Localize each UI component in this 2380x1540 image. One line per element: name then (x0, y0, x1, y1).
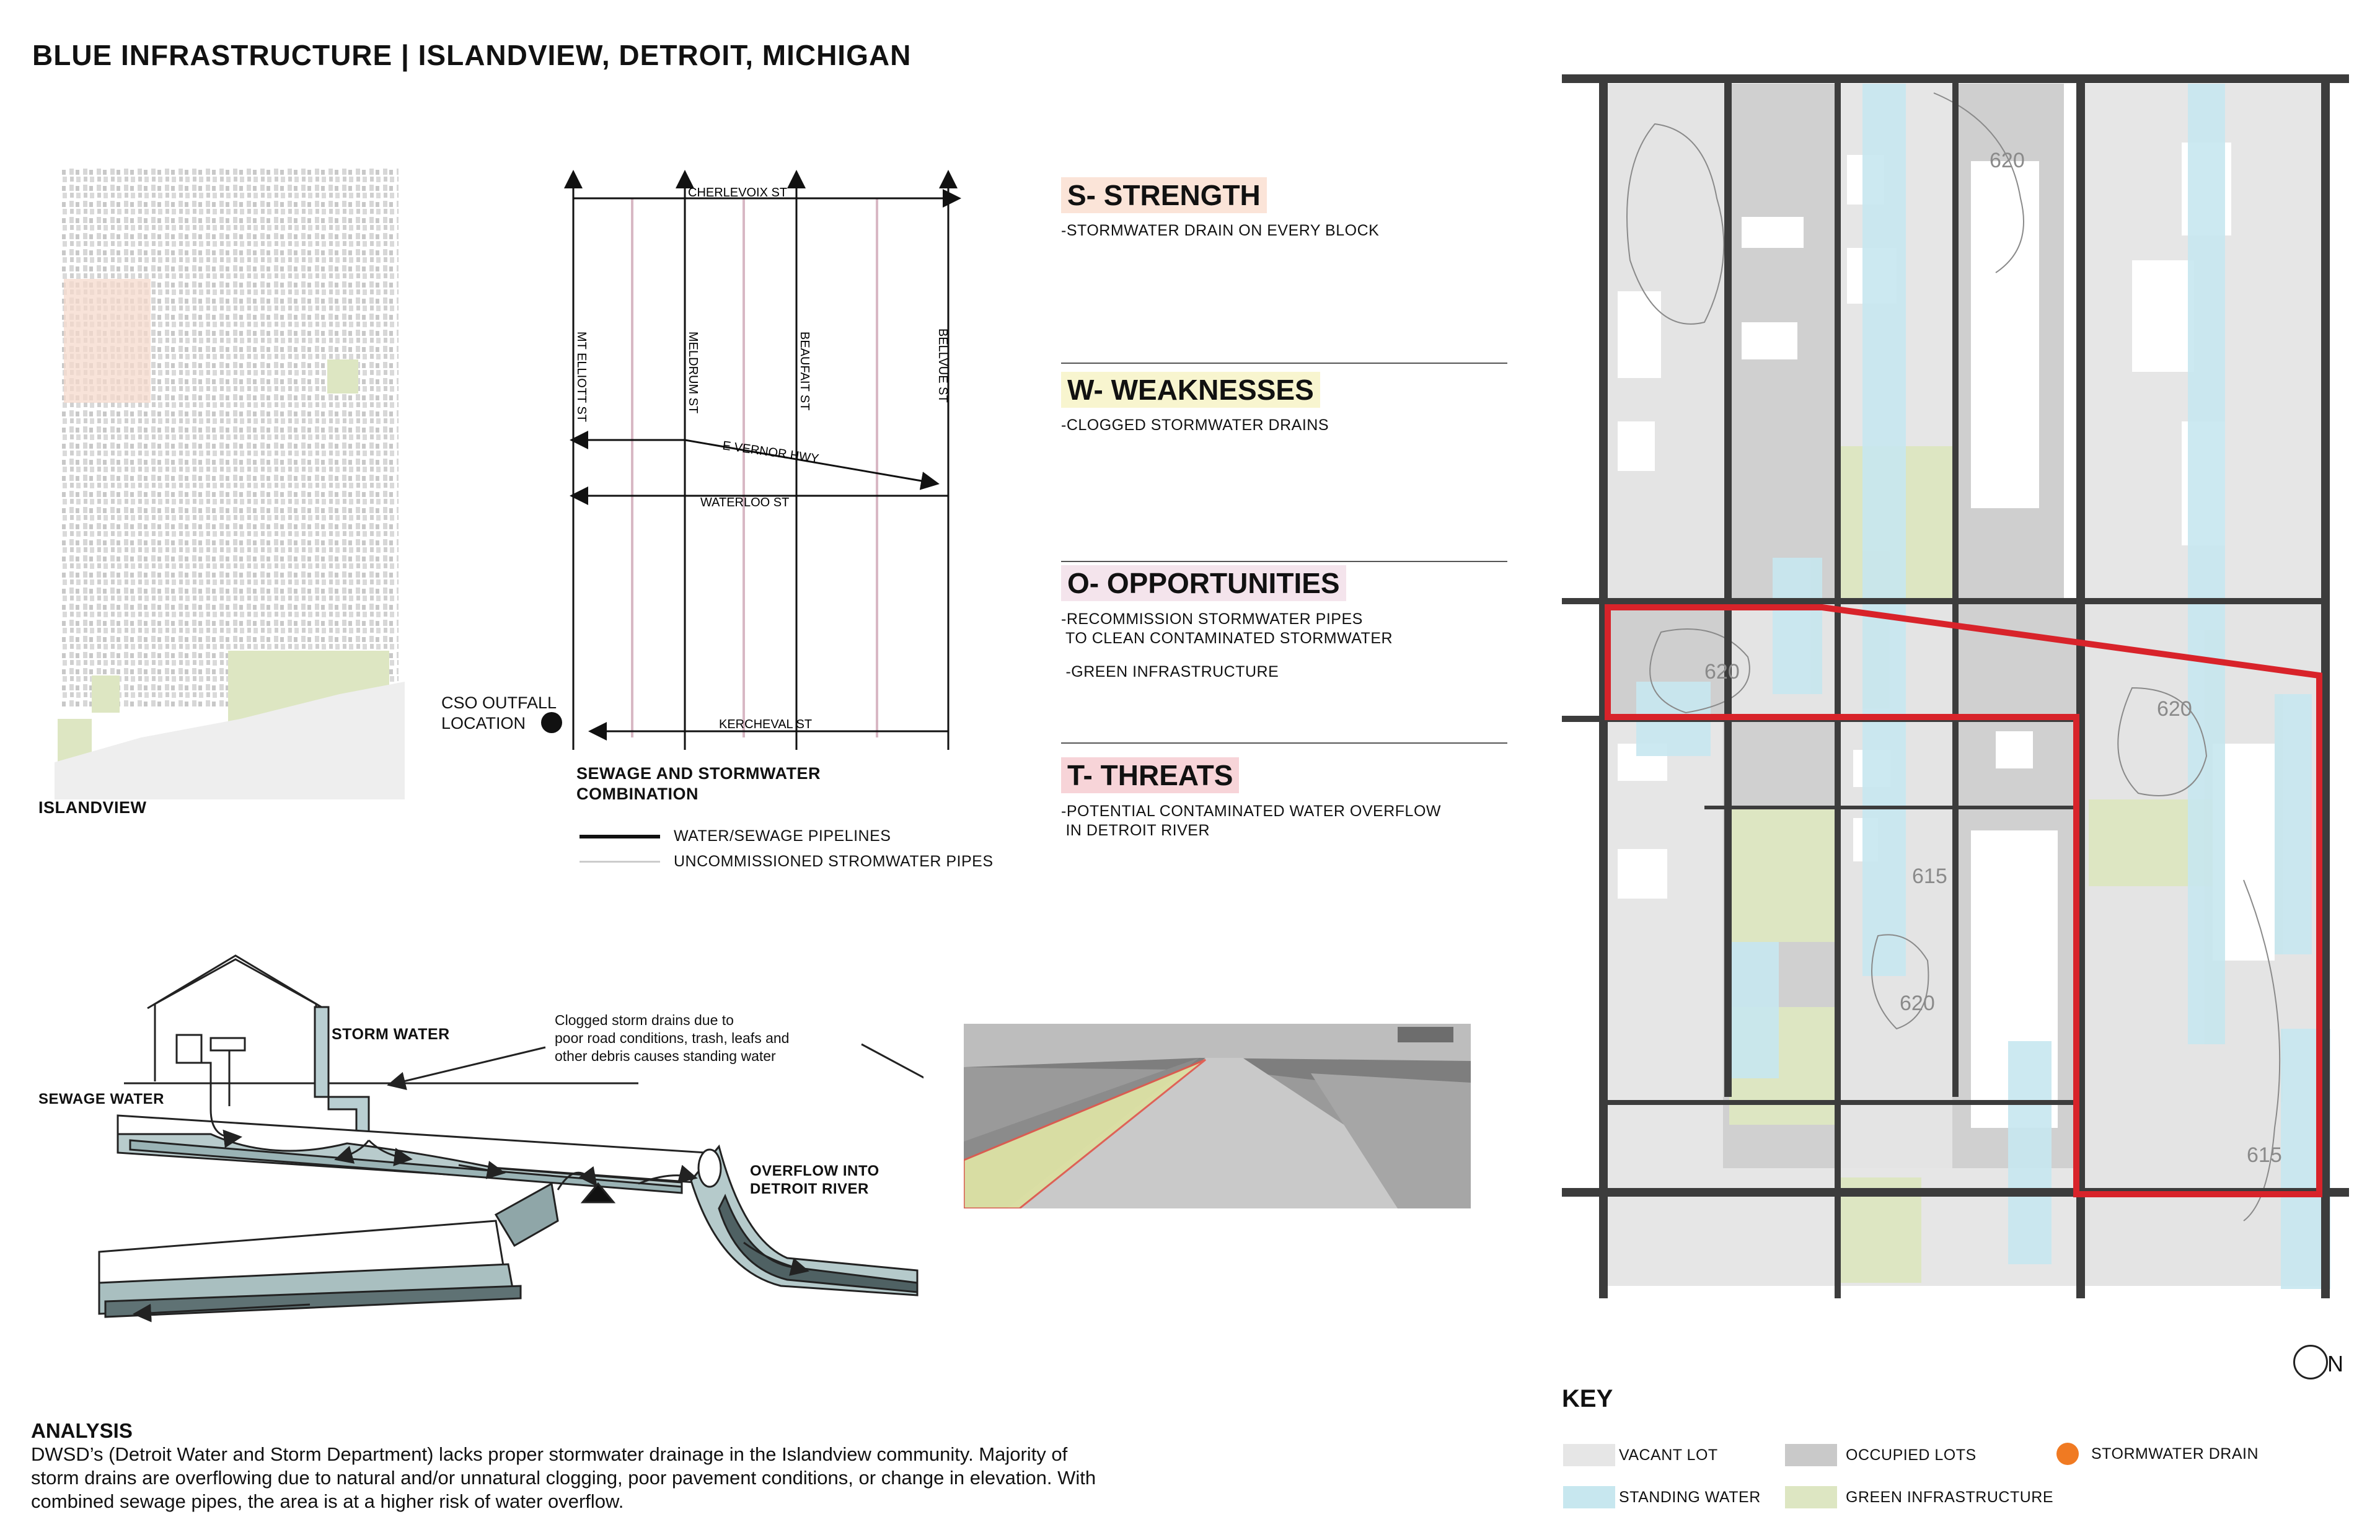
north-label: N (2327, 1351, 2343, 1376)
analysis-title: ANALYSIS (31, 1419, 133, 1442)
analysis-line-1: DWSD’s (Detroit Water and Storm Departme… (31, 1443, 1068, 1465)
key-occupied: OCCUPIED LOTS (1785, 1444, 1977, 1466)
street-waterloo: WATERLOO ST (700, 496, 789, 509)
analysis-line-3: combined sewage pipes, the area is at a … (31, 1490, 624, 1512)
sewer-diagram (25, 948, 1033, 1332)
swot-t-text: -POTENTIAL CONTAMINATED WATER OVERFLOW I… (1061, 803, 1441, 839)
contour-label: 620 (2157, 697, 2192, 721)
storm-water-label: STORM WATER (332, 1026, 450, 1043)
key-green-label: GREEN INFRASTRUCTURE (1846, 1488, 2054, 1506)
street-mt-elliott: MT ELLIOTT ST (575, 332, 588, 422)
swot-divider (1061, 742, 1507, 744)
pipe-map: CHERLEVOIX ST E VERNOR HWY WATERLOO ST K… (545, 161, 979, 768)
key-drain-label: STORMWATER DRAIN (2091, 1445, 2259, 1463)
pipe-legend-2: UNCOMMISSIONED STROMWATER PIPES (580, 853, 994, 871)
pipe-map-caption-2: COMBINATION (576, 785, 699, 803)
swot-w-text: -CLOGGED STORMWATER DRAINS (1061, 416, 1329, 434)
key-standing-label: STANDING WATER (1619, 1488, 1761, 1506)
street-vernor: E VERNOR HWY (721, 439, 819, 466)
street-bellevue: BELLVUE ST (936, 328, 950, 403)
overflow-label-1: OVERFLOW INTO (750, 1163, 879, 1179)
stormwater-drain-icon (2056, 1443, 2079, 1465)
occupied-swatch (1785, 1444, 1837, 1466)
vacant-swatch (1563, 1444, 1615, 1466)
overflow-label-2: DETROIT RIVER (750, 1181, 869, 1197)
overflow-label: OVERFLOW INTO DETROIT RIVER (750, 1162, 879, 1198)
swot-w-title: W- WEAKNESSES (1061, 372, 1320, 408)
swot-s-text: -STORMWATER DRAIN ON EVERY BLOCK (1061, 222, 1380, 239)
site-map-graphic: 620 620 620 615 620 615 (1562, 74, 2349, 1298)
contour-label: 615 (2247, 1143, 2282, 1167)
cso-label-2: LOCATION (441, 714, 526, 733)
islandview-label: ISLANDVIEW (38, 798, 147, 817)
clog-note: Clogged storm drains due to poor road co… (555, 1011, 789, 1065)
street-beaufait: BEAUFAIT ST (798, 332, 811, 410)
contour-label: 620 (1990, 149, 2025, 172)
key-drain: STORMWATER DRAIN (2056, 1443, 2259, 1465)
street-meldrum: MELDRUM ST (686, 332, 700, 413)
street-photo-graphic (964, 1024, 1471, 1208)
pipe-map-caption-1: SEWAGE AND STORMWATER (576, 764, 821, 783)
plumbing-fixtures (175, 1034, 246, 1109)
pipe-map-caption: SEWAGE AND STORMWATER COMBINATION (576, 763, 821, 804)
photo-pointer (861, 1043, 1033, 1136)
analysis-line-2: storm drains are overflowing due to natu… (31, 1467, 1096, 1489)
swot-threats: T- THREATS -POTENTIAL CONTAMINATED WATER… (1061, 757, 1441, 840)
street-kercheval: KERCHEVAL ST (719, 718, 812, 731)
cso-outfall-dot (541, 712, 562, 733)
street-photo (964, 1024, 1471, 1208)
islandview-map (55, 167, 405, 799)
key-vacant: VACANT LOT (1563, 1444, 1718, 1466)
swot-o-text-1: -RECOMMISSION STORMWATER PIPES TO CLEAN … (1061, 610, 1393, 647)
uncommissioned-pipes (631, 198, 878, 737)
pipe-legend-1-label: WATER/SEWAGE PIPELINES (674, 827, 891, 845)
contours (1626, 92, 2281, 1221)
standing-water (1636, 84, 2330, 1289)
key-title: KEY (1562, 1385, 1613, 1412)
swot-o-title: O- OPPORTUNITIES (1061, 565, 1346, 601)
contour-labels: 620 620 620 615 620 615 (1704, 149, 2282, 1167)
uncommissioned-swatch (580, 861, 660, 863)
clog-note-2: poor road conditions, trash, leafs and (555, 1030, 790, 1046)
swot-s-title: S- STRENGTH (1061, 177, 1267, 213)
pipe-map-graphic: CHERLEVOIX ST E VERNOR HWY WATERLOO ST K… (564, 170, 961, 750)
clog-pointer (387, 1046, 546, 1090)
cso-outfall: CSO OUTFALL LOCATION (441, 693, 557, 734)
north-arrow-icon (2293, 1345, 2328, 1379)
swot-divider (1061, 363, 1507, 364)
key-green: GREEN INFRASTRUCTURE (1785, 1486, 2053, 1508)
study-area-boundary (1605, 604, 2322, 1197)
green-infrastructure-swatch (1785, 1486, 1837, 1508)
sewage-water-label: SEWAGE WATER (38, 1091, 164, 1107)
sewer-diagram-graphic (98, 954, 1033, 1322)
swot-strength: S- STRENGTH -STORMWATER DRAIN ON EVERY B… (1061, 177, 1379, 240)
swot-o-text-2: -GREEN INFRASTRUCTURE (1061, 663, 1279, 680)
cso-label-1: CSO OUTFALL (441, 693, 557, 712)
main-sewer-pipe (98, 1114, 919, 1318)
analysis: ANALYSIS DWSD’s (Detroit Water and Storm… (31, 1419, 1457, 1513)
contour-label: 620 (1900, 992, 1935, 1015)
pipeline-swatch (580, 834, 660, 838)
key-standing: STANDING WATER (1563, 1486, 1761, 1508)
flow-arrows (133, 1109, 809, 1322)
standing-water-swatch (1563, 1486, 1615, 1508)
swot-t-title: T- THREATS (1061, 757, 1240, 793)
site-map: 620 620 620 615 620 615 (1562, 74, 2349, 1301)
street-charlevoix: CHERLEVOIX ST (688, 186, 787, 200)
page-title: BLUE INFRASTRUCTURE | ISLANDVIEW, DETROI… (32, 39, 912, 71)
contour-label: 620 (1704, 660, 1740, 684)
key-vacant-label: VACANT LOT (1619, 1446, 1718, 1464)
sewage-pipelines (564, 170, 961, 750)
clog-note-3: other debris causes standing water (555, 1048, 776, 1064)
swot-weakness: W- WEAKNESSES -CLOGGED STORMWATER DRAINS (1061, 372, 1329, 434)
contour-label: 615 (1912, 865, 1947, 888)
islandview-map-graphic (55, 167, 405, 799)
swot-divider (1061, 561, 1507, 562)
pipe-legend-2-label: UNCOMMISSIONED STROMWATER PIPES (674, 853, 994, 870)
swot-opportunities: O- OPPORTUNITIES -RECOMMISSION STORMWATE… (1061, 565, 1393, 681)
pipe-legend-1: WATER/SEWAGE PIPELINES (580, 827, 891, 845)
clog-note-1: Clogged storm drains due to (555, 1012, 734, 1028)
roads (1562, 74, 2349, 1298)
key-occupied-label: OCCUPIED LOTS (1846, 1446, 1977, 1464)
